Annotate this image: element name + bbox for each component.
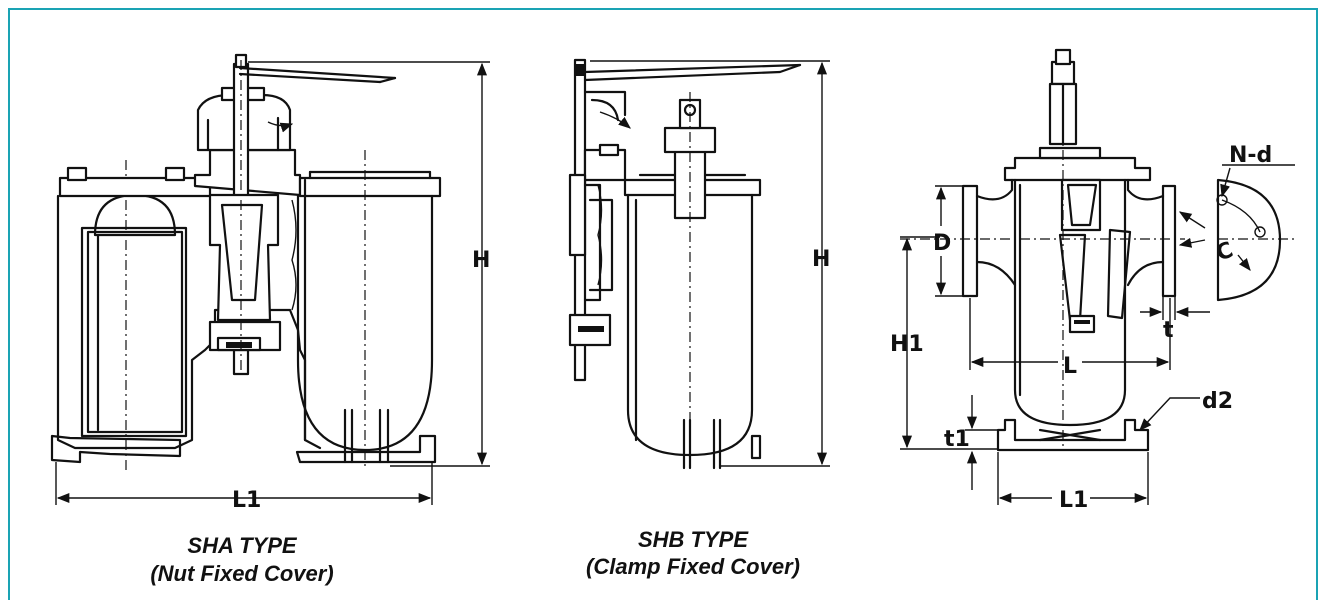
sha-dim-l1: L1	[232, 488, 261, 513]
section-view	[900, 48, 1295, 452]
shb-caption-title: SHB TYPE	[638, 527, 749, 552]
section-dim-c: C	[1213, 238, 1237, 267]
shb-dimensions	[590, 60, 830, 467]
section-dim-l1: L1	[1059, 488, 1088, 513]
section-dim-d: D	[933, 231, 951, 256]
section-dim-t: t	[1163, 318, 1174, 343]
shb-caption-subtitle: (Clamp Fixed Cover)	[586, 554, 800, 579]
section-dim-nd: N-d	[1229, 143, 1272, 168]
section-dim-h1: H1	[890, 332, 924, 357]
section-dimensions	[900, 164, 1295, 505]
frame-border	[8, 8, 1318, 600]
section-dim-d2: d2	[1202, 389, 1233, 414]
sha-caption-subtitle: (Nut Fixed Cover)	[150, 561, 333, 586]
shb-view	[568, 58, 802, 470]
section-dim-t1: t1	[944, 427, 970, 452]
section-dim-l: L	[1063, 354, 1077, 379]
sha-caption-title: SHA TYPE	[187, 533, 298, 558]
sha-view	[50, 53, 442, 470]
shb-dim-h: H	[812, 247, 830, 272]
sha-dim-h: H	[472, 248, 490, 273]
sha-dimensions	[55, 61, 490, 505]
